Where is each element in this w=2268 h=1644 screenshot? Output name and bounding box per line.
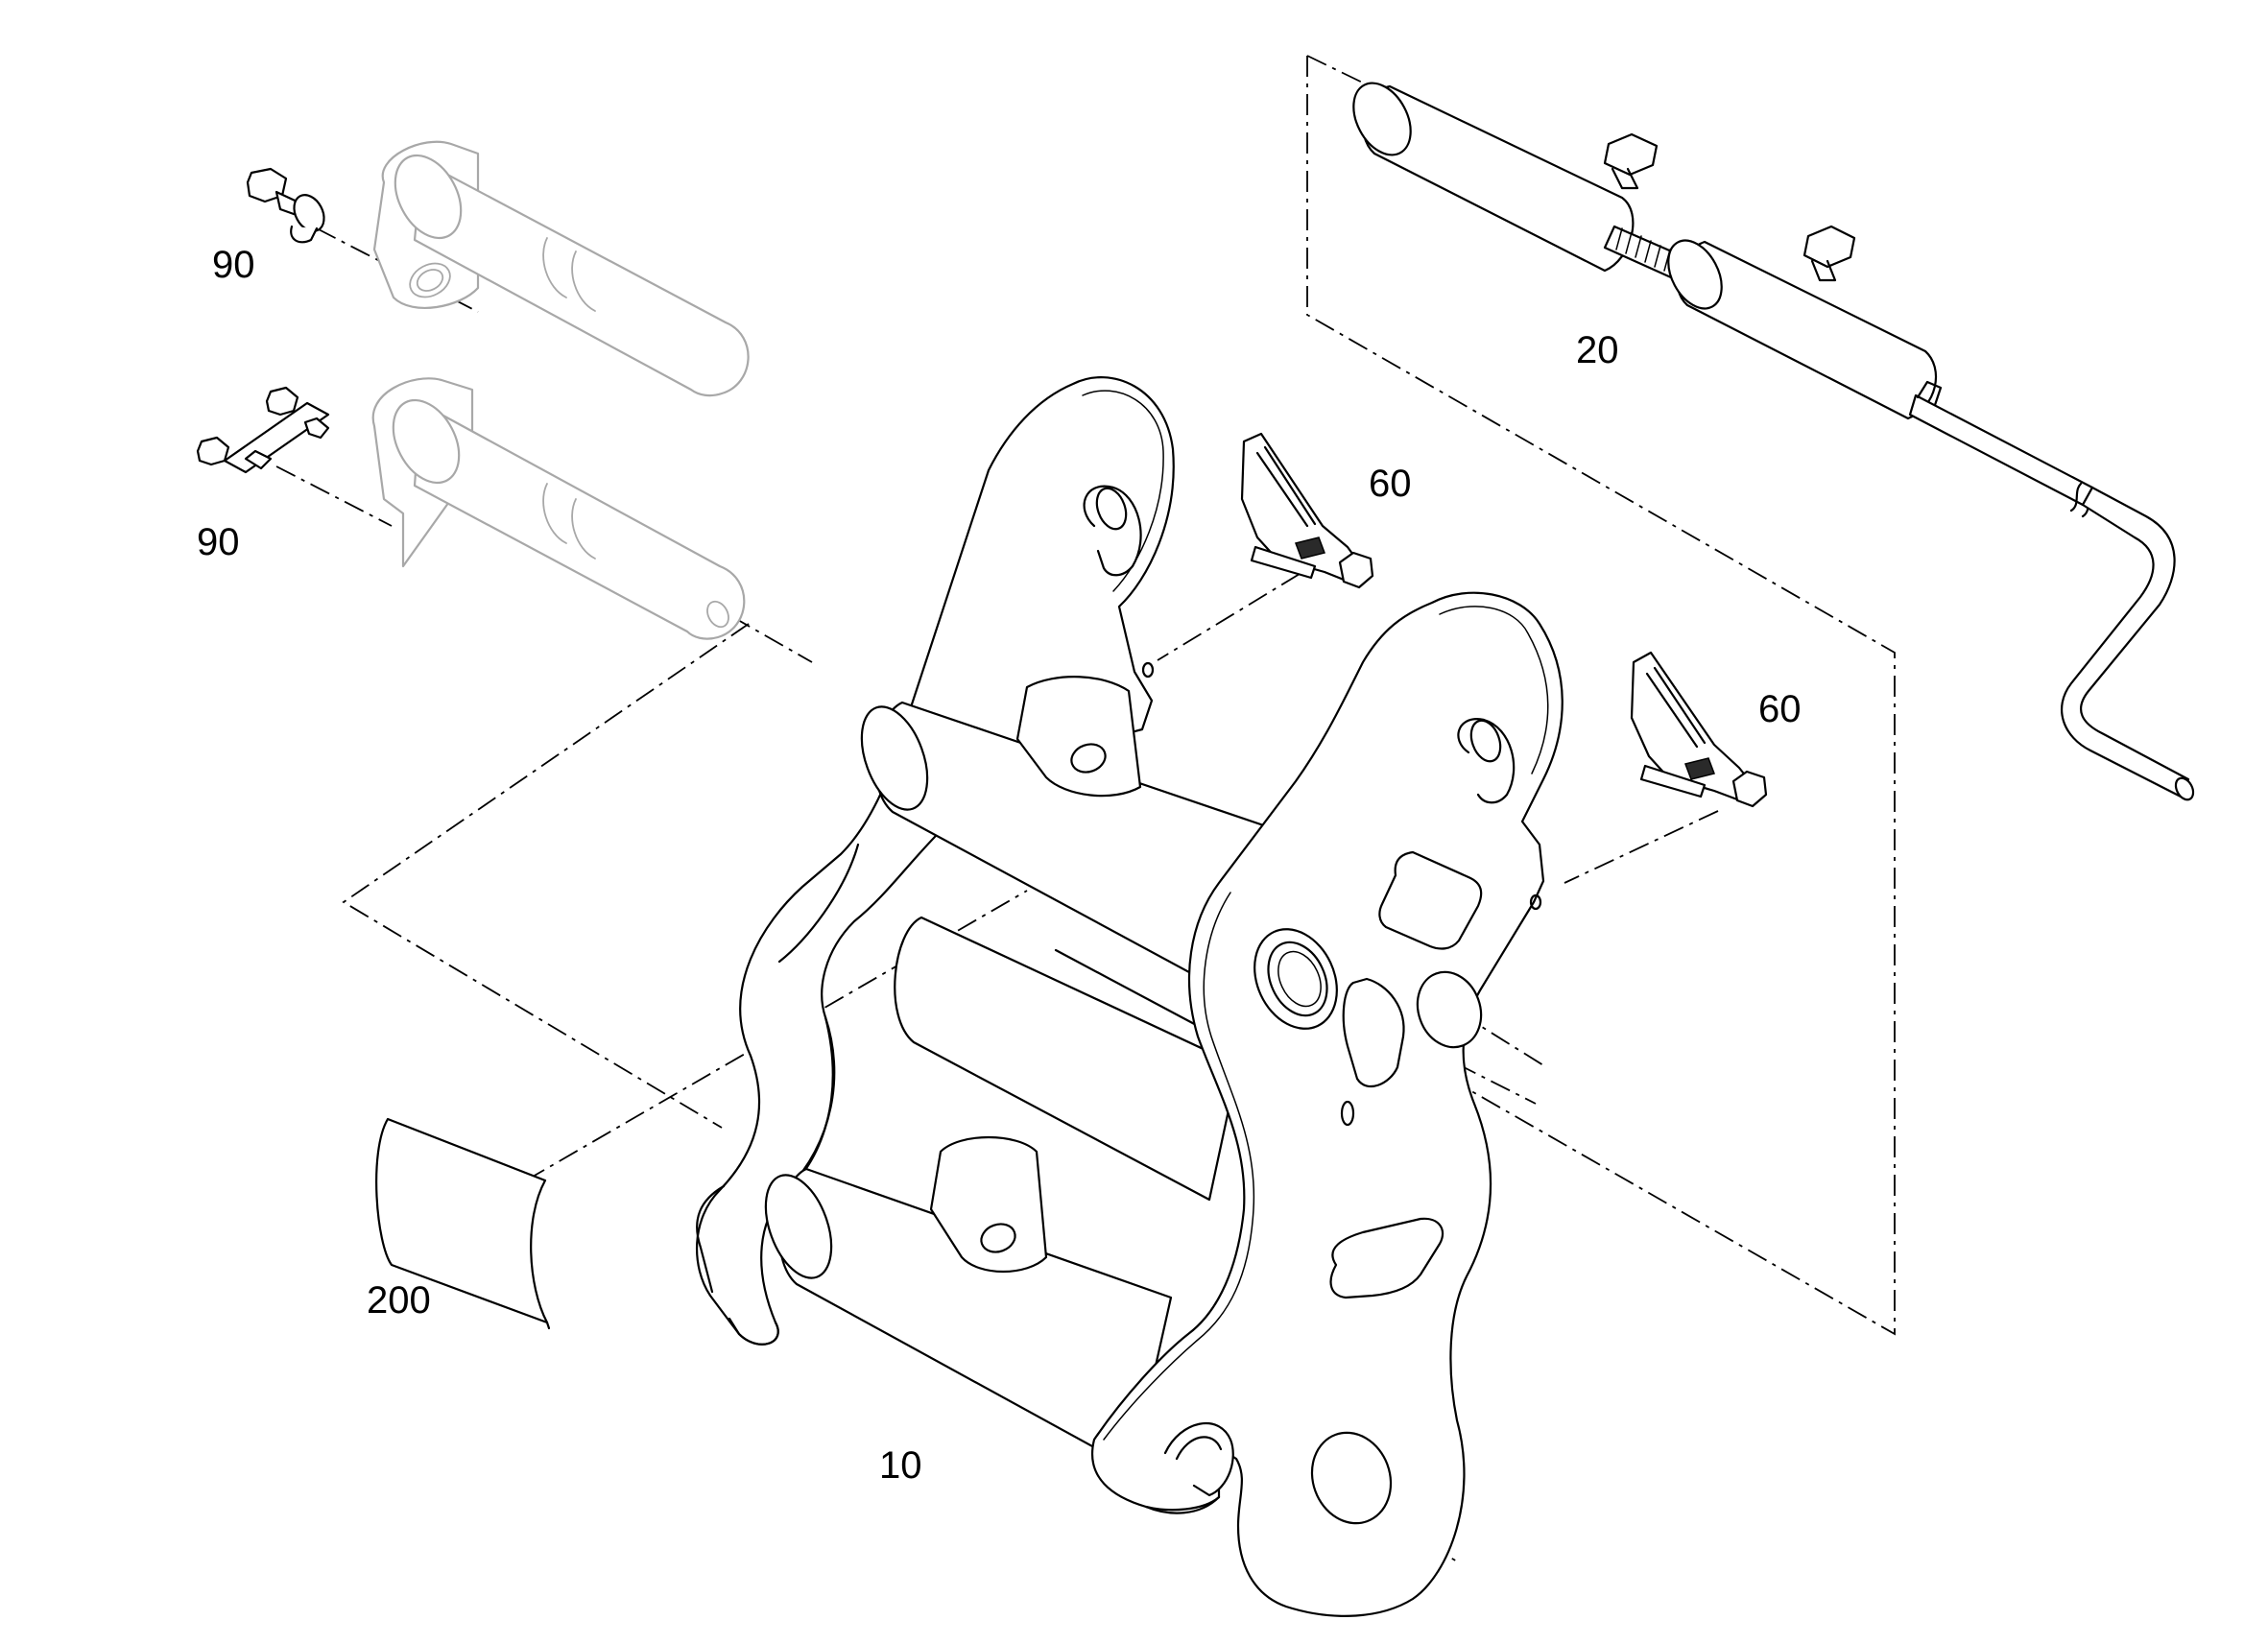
latch-60-a-guide — [1157, 573, 1301, 661]
part-60-latch-b — [1630, 651, 1768, 808]
part-90-pin-lower — [371, 377, 746, 640]
part-20-spindle — [1352, 82, 2195, 801]
callout-60-upper: 60 — [1369, 463, 1412, 505]
bolt-90-b — [196, 386, 330, 474]
part-90-pin-upper — [372, 140, 750, 397]
callout-20: 20 — [1576, 329, 1619, 371]
pin-axis-guide — [342, 623, 750, 1129]
callout-60-lower: 60 — [1758, 688, 1802, 730]
latch-60-b-guide — [1564, 810, 1719, 884]
part-60-latch-a — [1240, 432, 1374, 589]
part-10-coupler-frame — [696, 376, 1564, 1617]
callout-10: 10 — [879, 1444, 922, 1487]
upper-pin-guide — [730, 615, 813, 663]
part-20-guide-top — [1306, 55, 1379, 91]
part-20-guide-frame — [1306, 56, 1896, 1336]
part-200-bushing — [375, 1117, 551, 1330]
callout-90-upper: 90 — [212, 244, 255, 286]
callout-labels: 90 90 20 60 60 200 10 — [197, 244, 1802, 1487]
bolt-90-b-guide — [275, 465, 393, 527]
bolt-90-a — [246, 167, 325, 244]
callout-90-lower: 90 — [197, 521, 240, 563]
callout-200: 200 — [367, 1279, 431, 1322]
